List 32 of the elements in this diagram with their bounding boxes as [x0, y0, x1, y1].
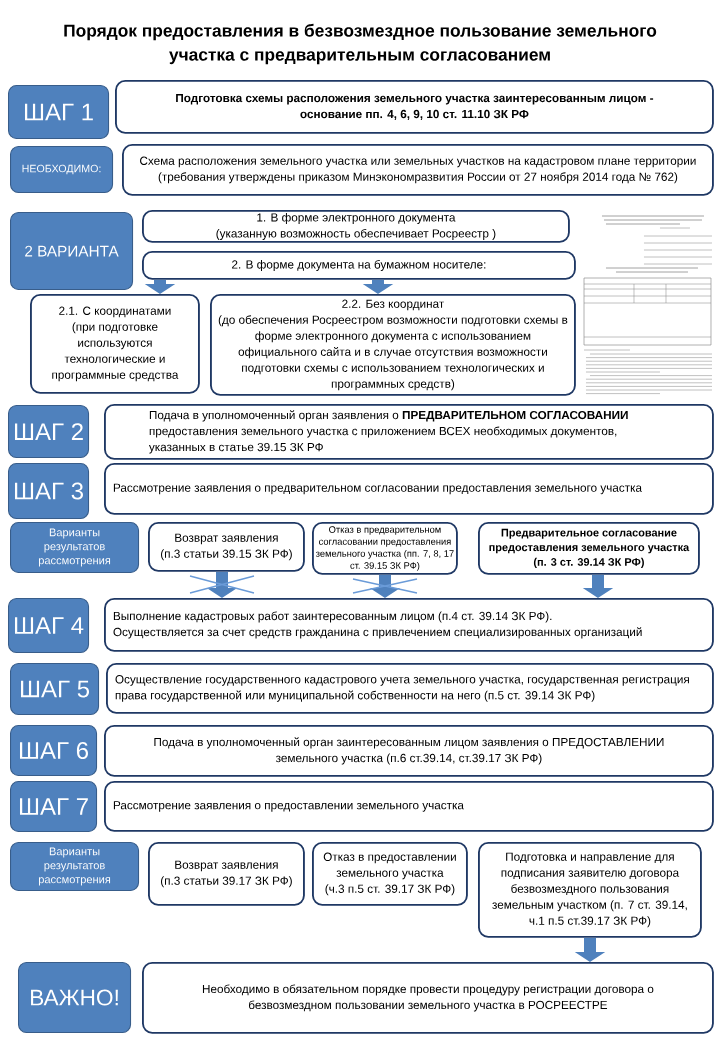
title: Порядок предоставления в безвозмездное пользование земельного участка с предварительным согласованием [64, 23, 657, 65]
requirement-box: Схема расположения земельного участка или земельных участков на кадастровом плане территории (требования утверждены приказом Минэкономразвития России от 27 ноября 2014 года № 762) [122, 144, 714, 196]
warning-badge: ВАЖНО! [18, 962, 132, 1034]
step-badge: ШАГ 5 [10, 663, 100, 716]
heading-badge: НЕОБХОДИМО: [10, 146, 114, 194]
step-box: Осуществление государственного кадастрового учета земельного участка, государственная регистрация права государственной или муниципальной собственности на него (п.5 ст. 39.14 ЗК РФ) [106, 663, 714, 714]
heading-badge: Варианты результатов рассмотрения [10, 842, 140, 892]
option-box: 2.1. С координатами (при подготовке используются технологические и программные средства [30, 294, 200, 394]
step-box: Подготовка схемы расположения земельного участка заинтересованным лицом - основание пп. 4, 6, 9, 10 ст. 11.10 ЗК РФ [115, 80, 714, 134]
step-box: Рассмотрение заявления о предоставлении земельного участка [104, 781, 714, 832]
option-box: 1. В форме электронного документа (указанную возможность обеспечивает Росреестр ) [142, 210, 570, 243]
heading-badge: Варианты результатов рассмотрения [10, 522, 140, 574]
result-box: Возврат заявления (п.3 статьи 39.15 ЗК РФ) [148, 522, 305, 572]
result-box: Предварительное согласование предоставления земельного участка (п. 3 ст. 39.14 ЗК РФ) [478, 522, 700, 575]
heading-badge: 2 ВАРИАНТА [10, 212, 134, 291]
option-box: 2. В форме документа на бумажном носителе: [142, 251, 576, 280]
step-box: Рассмотрение заявления о предварительном согласовании предоставления земельного участка [104, 463, 714, 515]
result-box: Подготовка и направление для подписания заявителю договора безвозмездного пользования земельным участком (п. 7 ст. 39.14, ч.1 п.5 ст.39.17 ЗК РФ) [478, 842, 702, 938]
step-badge: ШАГ 1 [8, 85, 110, 140]
step-box: Подача в уполномоченный орган заинтересованным лицом заявления о ПРЕДОСТАВЛЕНИИ земельного участка (п.6 ст.39.14, ст.39.17 ЗК РФ) [104, 725, 714, 777]
step-badge: ШАГ 3 [8, 463, 90, 520]
step-badge: ШАГ 7 [10, 781, 98, 833]
result-box: Возврат заявления (п.3 статьи 39.17 ЗК РФ) [148, 842, 305, 906]
result-box: Отказ в предоставлении земельного участка (ч.3 п.5 ст. 39.17 ЗК РФ) [312, 842, 468, 906]
note-box: Необходимо в обязательном порядке провести процедуру регистрации договора о безвозмездном пользовании земельного участка в РОСРЕЕСТРЕ [142, 962, 714, 1034]
step-box: Подача в уполномоченный орган заявления о ПРЕДВАРИТЕЛЬНОМ СОГЛАСОВАНИИ предоставления земельного участка с приложением ВСЕХ необходимых документов, указанных в статье 39.15 ЗК РФ [104, 404, 714, 460]
option-box: 2.2. Без координат (до обеспечения Росреестром возможности подготовки схемы в форме электронного документа с использованием официального сайта и в случае отсутствия возможности подготовки схемы с использованием технологических и программных средств) [210, 294, 576, 396]
step-badge: ШАГ 4 [8, 598, 90, 654]
step-badge: ШАГ 6 [10, 725, 98, 777]
step-badge: ШАГ 2 [8, 405, 90, 459]
result-box: Отказ в предварительном согласовании предоставления земельного участка (пп. 7, 8, 17 ст. 39.15 ЗК РФ) [312, 522, 458, 575]
step-box: Выполнение кадастровых работ заинтересованным лицом (п.4 ст. 39.14 ЗК РФ). Осуществляется за счет средств гражданина с привлечением специализированных организаций [104, 598, 714, 652]
